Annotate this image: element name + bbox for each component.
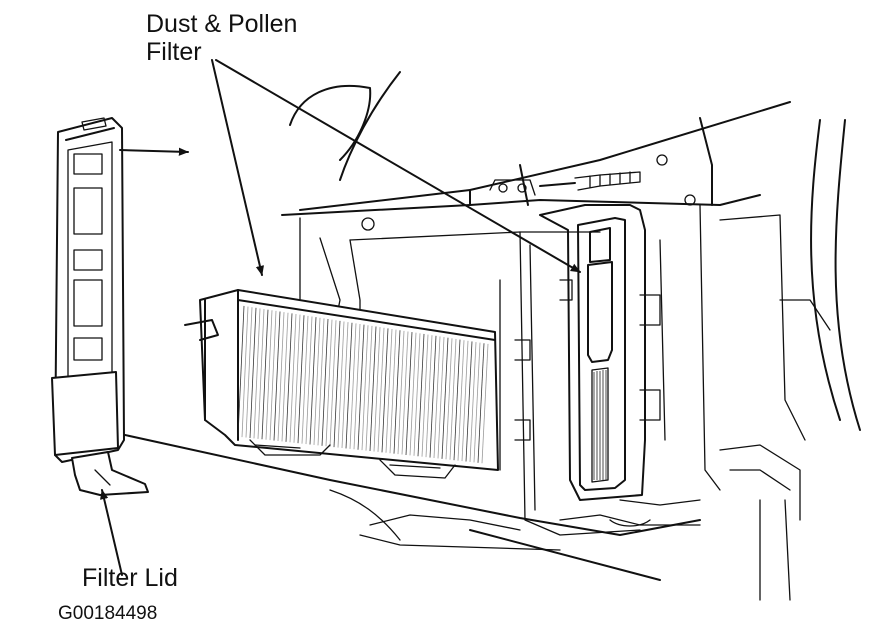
filter-lid-label: Filter Lid <box>82 564 178 592</box>
dust-pollen-filter-label-line1: Dust & Pollen <box>146 10 298 38</box>
lid-removal-arrow <box>119 147 189 156</box>
dust-pollen-filter-label-line2: Filter <box>146 38 202 66</box>
filter-arrow-to-housing <box>215 59 581 273</box>
dashboard-housing <box>124 71 861 601</box>
filter-arrow-to-element <box>211 59 264 276</box>
dust-pollen-filter-element <box>184 289 499 479</box>
callout-arrows <box>100 59 581 576</box>
filter-housing-slot <box>539 204 701 506</box>
filter-lid-arrow <box>100 489 123 576</box>
figure-code: G00184498 <box>58 603 158 624</box>
filter-lid-part <box>51 117 149 496</box>
